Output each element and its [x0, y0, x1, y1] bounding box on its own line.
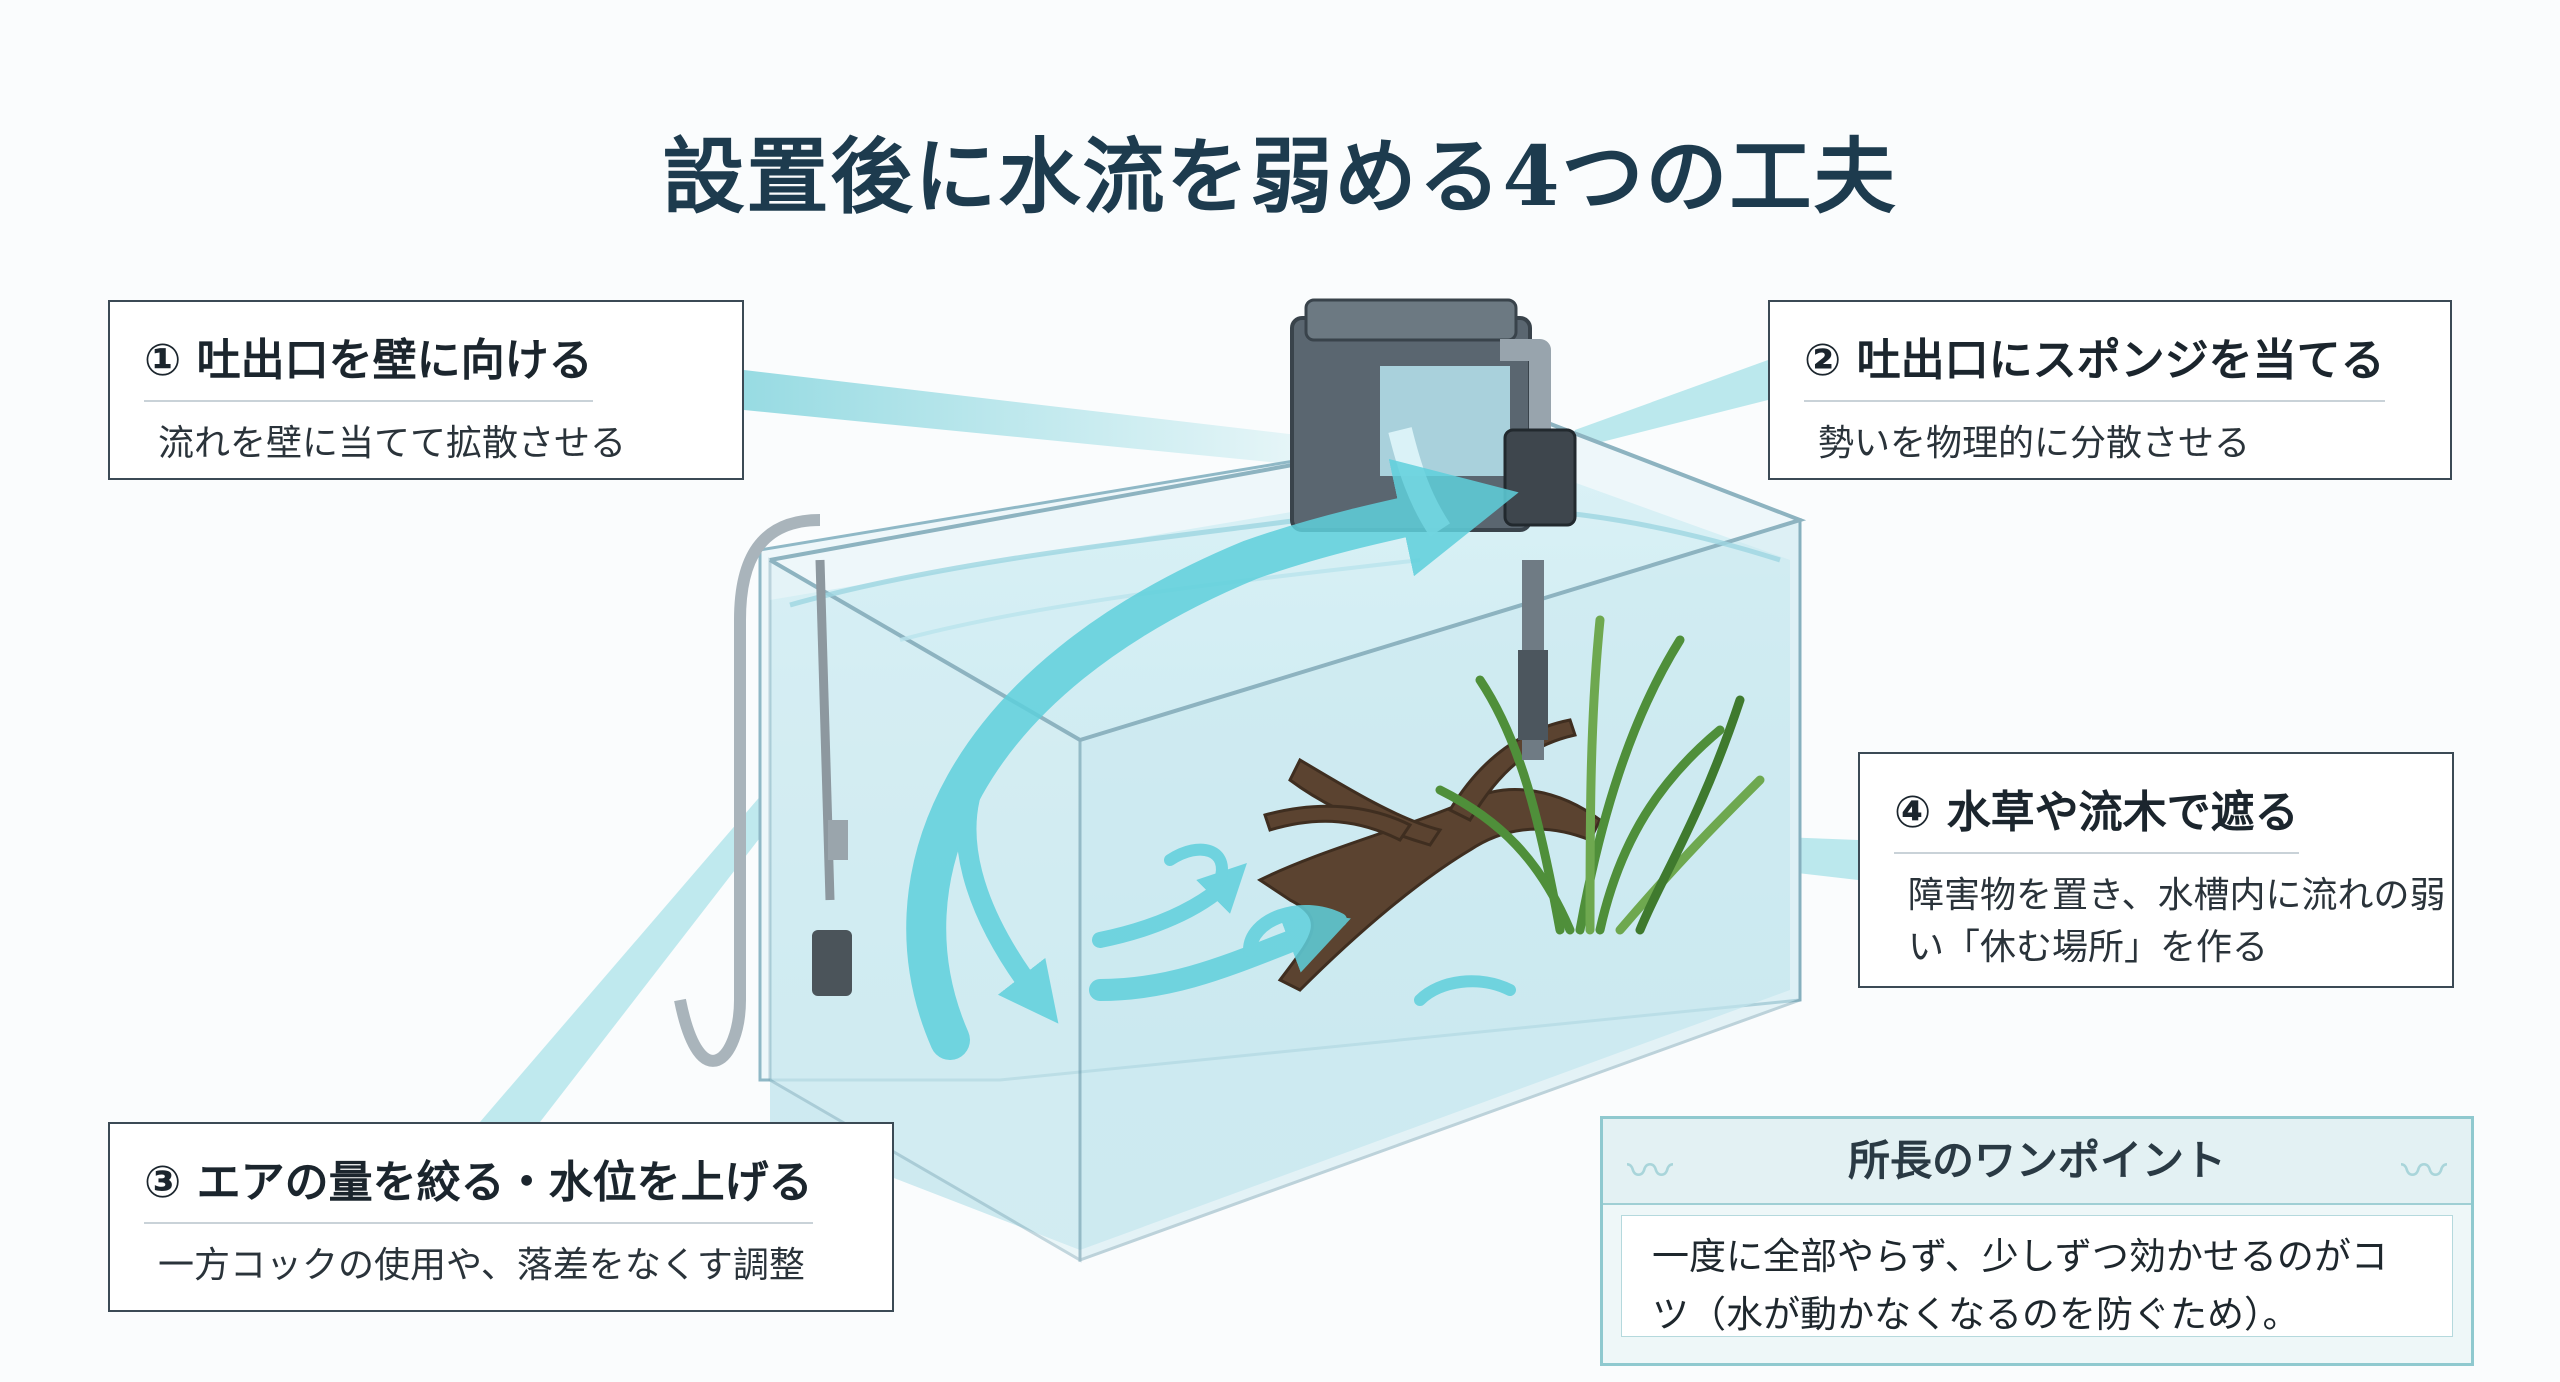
tip-card-1: ① 吐出口を壁に向ける 流れを壁に当てて拡散させる [108, 300, 744, 480]
tip-description: 流れを壁に当てて拡散させる [158, 423, 627, 464]
tank-rim [768, 417, 1807, 743]
tip-description: 障害物を置き、水槽内に流れの弱い「休む場所」を作る [1908, 875, 2446, 968]
aquatic-plant-icon [1435, 615, 1765, 935]
tip-card-3: ③ エアの量を絞る・水位を上げる 一方コックの使用や、落差をなくす調整 [108, 1122, 894, 1312]
advice-heading: 所長のワンポイント [1603, 1119, 2471, 1205]
tip-card-2: ② 吐出口にスポンジを当てる 勢いを物理的に分散させる [1768, 300, 2452, 480]
beam-2 [1570, 360, 1768, 450]
tip-description: 一方コックの使用や、落差をなくす調整 [158, 1245, 805, 1286]
wave-ornament-icon: 〰 [1627, 1144, 1673, 1198]
advice-body: 一度に全部やらず、少しずつ効かせるのがコツ（水が動かなくなるのを防ぐため）。 [1621, 1215, 2453, 1337]
tip-heading: ② 吐出口にスポンジを当てる [1804, 324, 2385, 402]
wave-ornament-icon: 〰 [2401, 1144, 2447, 1198]
tip-heading: ③ エアの量を絞る・水位を上げる [144, 1146, 813, 1224]
tip-card-4: ④ 水草や流木で遮る 障害物を置き、水槽内に流れの弱い「休む場所」を作る [1858, 752, 2454, 988]
tip-description: 勢いを物理的に分散させる [1818, 423, 2251, 464]
advice-box: 〰 〰 所長のワンポイント 一度に全部やらず、少しずつ効かせるのがコツ（水が動か… [1600, 1116, 2474, 1366]
tip-heading: ④ 水草や流木で遮る [1894, 776, 2299, 854]
beam-1 [744, 370, 1350, 470]
flow-arrows [906, 458, 1519, 1060]
tip-heading: ① 吐出口を壁に向ける [144, 324, 593, 402]
sponge-icon [1503, 428, 1577, 527]
air-pump-tube-icon [674, 514, 852, 1067]
page-title: 設置後に水流を弱める4つの工夫 [662, 129, 1898, 225]
